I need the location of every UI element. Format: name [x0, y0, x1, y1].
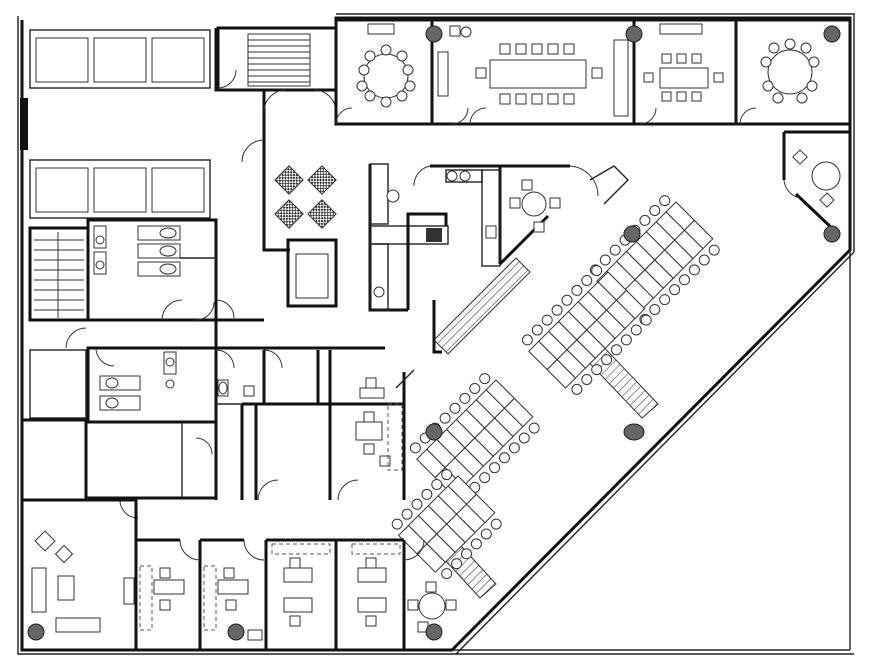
chair: [591, 265, 603, 277]
chair: [480, 528, 492, 540]
column-marker: [823, 25, 841, 43]
corner-meeting-room: [782, 130, 850, 234]
chair: [470, 538, 482, 550]
structural-columns: [27, 25, 841, 641]
stair-left: [28, 226, 90, 322]
lounge: [20, 498, 138, 652]
chair: [561, 294, 573, 306]
conference-room-medium: [632, 18, 738, 126]
chair: [508, 442, 520, 454]
chair: [479, 373, 491, 385]
chair: [571, 284, 583, 296]
chair: [528, 422, 540, 434]
middle-offices: [215, 349, 415, 501]
bottom-offices: [134, 538, 457, 650]
column-marker: [425, 623, 443, 641]
chair: [630, 324, 642, 336]
column-marker: [823, 225, 841, 243]
restroom-upper: [86, 218, 218, 322]
chair: [669, 284, 681, 296]
chair: [441, 469, 453, 481]
storage-blocks-top: [20, 29, 211, 219]
huddle-room: [498, 164, 629, 266]
column-marker: [625, 25, 643, 43]
chair: [659, 195, 671, 207]
chair: [498, 452, 510, 464]
chair: [640, 314, 652, 326]
kitchen: [368, 163, 502, 312]
chair: [479, 472, 491, 484]
chair: [639, 214, 651, 226]
column-marker: [227, 623, 245, 641]
workstation-cluster: [409, 373, 540, 503]
column-marker: [623, 225, 641, 243]
chair: [591, 364, 603, 376]
chair: [649, 204, 661, 216]
workstation-cluster: [521, 265, 652, 395]
chair: [678, 274, 690, 286]
chair: [401, 508, 413, 520]
left-rooms: [22, 349, 218, 519]
meeting-room-round-1: [334, 18, 434, 126]
conference-room-large: [430, 18, 636, 126]
chair: [431, 478, 443, 490]
break-area: [274, 165, 338, 308]
chair: [459, 392, 471, 404]
chair: [409, 442, 421, 454]
chair: [451, 558, 463, 570]
chair: [490, 518, 502, 530]
chair: [581, 373, 593, 385]
chair: [581, 274, 593, 286]
chair: [659, 294, 671, 306]
chair: [489, 462, 501, 474]
chair: [601, 354, 613, 366]
column-marker: [27, 623, 45, 641]
chair: [469, 382, 481, 394]
meeting-room-round-2: [734, 18, 852, 126]
chair: [688, 264, 700, 276]
chair: [460, 548, 472, 560]
chair: [610, 344, 622, 356]
desk: [546, 358, 577, 389]
chair: [391, 518, 403, 530]
chair: [521, 334, 533, 346]
chair: [411, 498, 423, 510]
chair: [531, 324, 543, 336]
column-marker: [425, 25, 443, 43]
chair: [421, 488, 433, 500]
chair: [708, 244, 720, 256]
chair: [620, 334, 632, 346]
diagonal-storage-1: [432, 257, 531, 355]
chair: [439, 412, 451, 424]
column-marker: [425, 423, 443, 441]
stair-top: [216, 26, 338, 92]
chair: [449, 402, 461, 414]
chair: [599, 254, 611, 266]
chair: [609, 244, 621, 256]
workstation-cluster: [391, 469, 502, 580]
chair: [649, 303, 661, 315]
top-room-doors: [335, 107, 757, 125]
chair: [698, 254, 710, 266]
chair: [541, 314, 553, 326]
restroom-lower: [65, 327, 218, 424]
chair: [518, 432, 530, 444]
chair: [551, 304, 563, 316]
workstation-clusters: [391, 195, 720, 580]
chair: [571, 383, 583, 395]
chair: [441, 568, 453, 580]
